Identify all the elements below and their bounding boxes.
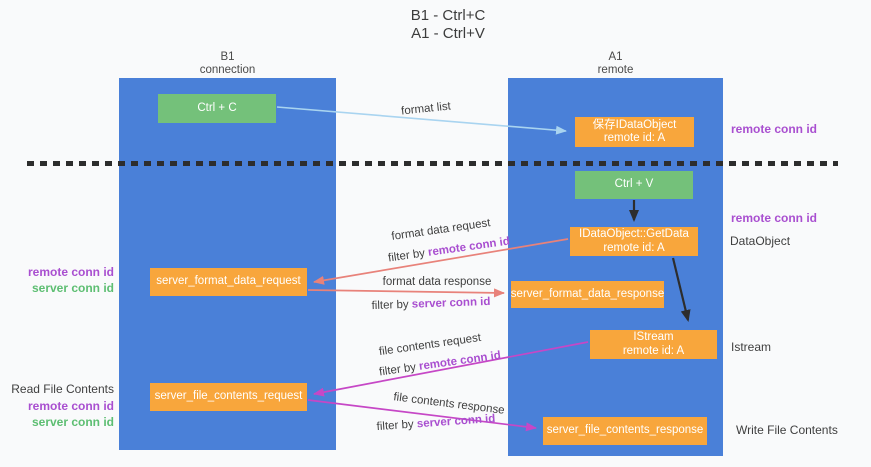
filter-key-server-conn-id-1: server conn id [411,295,491,311]
node-save-idataobject-line2: remote id: A [603,132,666,144]
node-ctrl-v: Ctrl + V [575,171,693,199]
label-remote-conn-id-left-2: remote conn id [27,399,114,413]
node-ctrl-c: Ctrl + C [158,94,276,123]
node-idataobject-getdata: IDataObject::GetData remote id: A [570,227,698,256]
diagram-title: B1 - Ctrl+C A1 - Ctrl+V [338,7,558,43]
edge-label-filter-server-1: filter by server conn id [371,296,490,312]
node-save-idataobject-line1: 保存IDataObject [592,118,677,131]
node-ctrl-c-label: Ctrl + C [197,101,237,114]
node-save-idataobject: 保存IDataObject remote id: A [575,117,694,147]
label-remote-conn-id-right-top: remote conn id [731,122,818,136]
edge-label-format-data-response: format data response [382,276,492,288]
arrow-format-data-response [307,288,505,298]
lane-a1-name: A1 [608,51,623,63]
node-format-response-label: server_format_data_response [510,287,665,300]
label-write-file-contents: Write File Contents [736,423,838,437]
node-istream-line2: remote id: A [622,344,685,357]
label-dataobject: DataObject [730,234,791,248]
node-file-response-label: server_file_contents_response [546,424,704,437]
filter-key-remote-conn-id-2: remote conn id [418,349,502,373]
node-istream-line1: IStream [633,331,674,343]
dashed-divider [27,161,838,166]
filter-by-text-4: filter by [376,418,418,434]
label-server-conn-id-left-2: server conn id [31,415,114,429]
label-remote-conn-id-right-mid: remote conn id [731,211,818,225]
node-getdata-line1: IDataObject::GetData [579,228,689,240]
lane-a1-role: remote [597,64,634,76]
node-format-request-label: server_format_data_request [156,275,301,288]
filter-by-text-3: filter by [378,360,420,379]
node-server-format-data-request: server_format_data_request [150,268,307,296]
node-server-format-data-response: server_format_data_response [511,281,664,308]
title-line-2: A1 - Ctrl+V [411,25,485,42]
edge-label-filter-server-2: filter by server conn id [376,413,495,433]
label-read-file-contents: Read File Contents [11,382,114,396]
node-file-request-label: server_file_contents_request [154,390,303,403]
edge-label-format-list: format list [400,100,452,118]
label-istream: Istream [731,340,772,354]
node-server-file-contents-request: server_file_contents_request [150,383,307,411]
node-server-file-contents-response: server_file_contents_response [543,417,707,445]
node-istream: IStream remote id: A [590,330,717,359]
node-ctrl-v-label: Ctrl + V [614,178,654,191]
lane-b1-name: B1 [220,51,235,63]
filter-by-text-1: filter by [387,246,429,265]
lane-header-b1: B1 connection [119,51,336,77]
filter-by-text-2: filter by [371,298,413,313]
label-server-conn-id-left-1: server conn id [31,281,114,295]
filter-key-server-conn-id-2: server conn id [416,412,496,431]
lane-header-a1: A1 remote [508,51,723,77]
label-remote-conn-id-left-1: remote conn id [27,265,114,279]
title-line-1: B1 - Ctrl+C [410,7,486,24]
filter-key-remote-conn-id-1: remote conn id [427,235,511,259]
lane-b1-role: connection [199,64,256,76]
node-getdata-line2: remote id: A [603,241,665,254]
